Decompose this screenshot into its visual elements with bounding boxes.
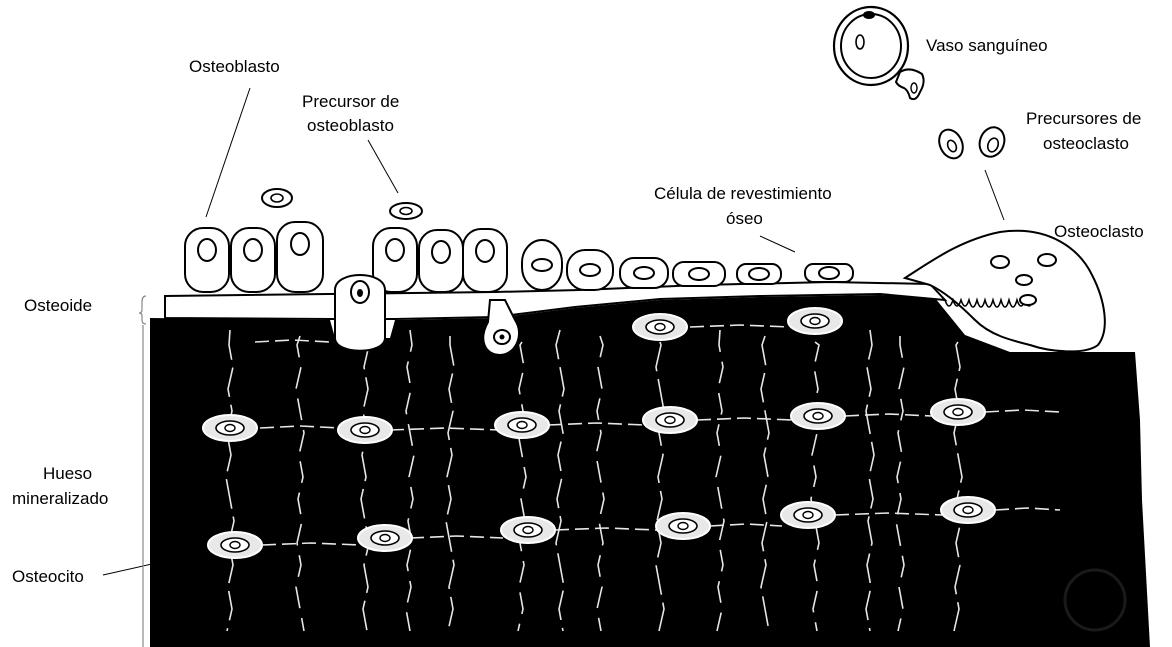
osteocyte — [203, 415, 257, 441]
osteocyte — [656, 513, 710, 539]
label-osteoide: Osteoide — [24, 296, 92, 315]
label-osteoblasto: Osteoblasto — [189, 57, 280, 76]
label-precursores-osteoclasto-line1: Precursores de — [1026, 109, 1141, 128]
label-osteocito: Osteocito — [12, 567, 84, 586]
osteocyte — [791, 403, 845, 429]
label-precursor-osteoblasto-line2: osteoblasto — [307, 116, 394, 135]
osteocyte — [501, 517, 555, 543]
osteocyte — [788, 308, 842, 334]
embedding-osteoblast — [335, 275, 385, 351]
leader-precursor-osteoblasto — [368, 140, 398, 193]
label-precursores-osteoclasto-line2: osteoclasto — [1043, 134, 1129, 153]
osteocyte — [781, 502, 835, 528]
osteocyte — [941, 497, 995, 523]
mineralized-bone — [150, 295, 1150, 647]
leader-osteoblasto — [206, 88, 250, 217]
label-celula-revestimiento-line1: Célula de revestimiento — [654, 184, 832, 203]
label-hueso-line2: mineralizado — [12, 489, 108, 508]
osteocyte — [338, 417, 392, 443]
osteocyte — [495, 412, 549, 438]
label-osteoclasto: Osteoclasto — [1054, 222, 1144, 241]
label-precursor-osteoblasto-line1: Precursor de — [302, 92, 399, 111]
label-hueso-line1: Hueso — [43, 464, 92, 483]
lining-cell — [673, 262, 725, 286]
osteocyte — [208, 532, 262, 558]
lining-cell — [567, 250, 613, 290]
osteoblast-cell — [419, 230, 463, 292]
osteoide-bracket — [139, 296, 146, 324]
blood-vessel — [834, 7, 924, 99]
osteoblast-cell — [231, 228, 275, 292]
label-celula-revestimiento-line2: óseo — [726, 209, 763, 228]
dark-blob — [1065, 570, 1125, 630]
osteoclast-precursor-2 — [976, 124, 1009, 160]
osteocyte — [633, 314, 687, 340]
label-vaso-sanguineo: Vaso sanguíneo — [926, 36, 1048, 55]
osteoblast-cell — [185, 228, 229, 292]
lining-cell — [522, 240, 562, 290]
osteoblast-precursor-1 — [262, 189, 292, 207]
lining-cell — [620, 258, 668, 288]
leader-precursores-osteoclasto — [985, 170, 1004, 220]
lining-cell — [737, 264, 781, 284]
osteoclast-precursor-1 — [935, 126, 968, 162]
osteoblast-precursor-2 — [390, 203, 422, 219]
lining-cell — [805, 264, 853, 282]
leader-celula-revestimiento — [760, 236, 795, 252]
osteocyte — [643, 407, 697, 433]
osteocyte — [931, 399, 985, 425]
osteocyte — [358, 525, 412, 551]
osteoblast-cell — [277, 222, 323, 292]
osteoblast-cell — [463, 229, 507, 292]
